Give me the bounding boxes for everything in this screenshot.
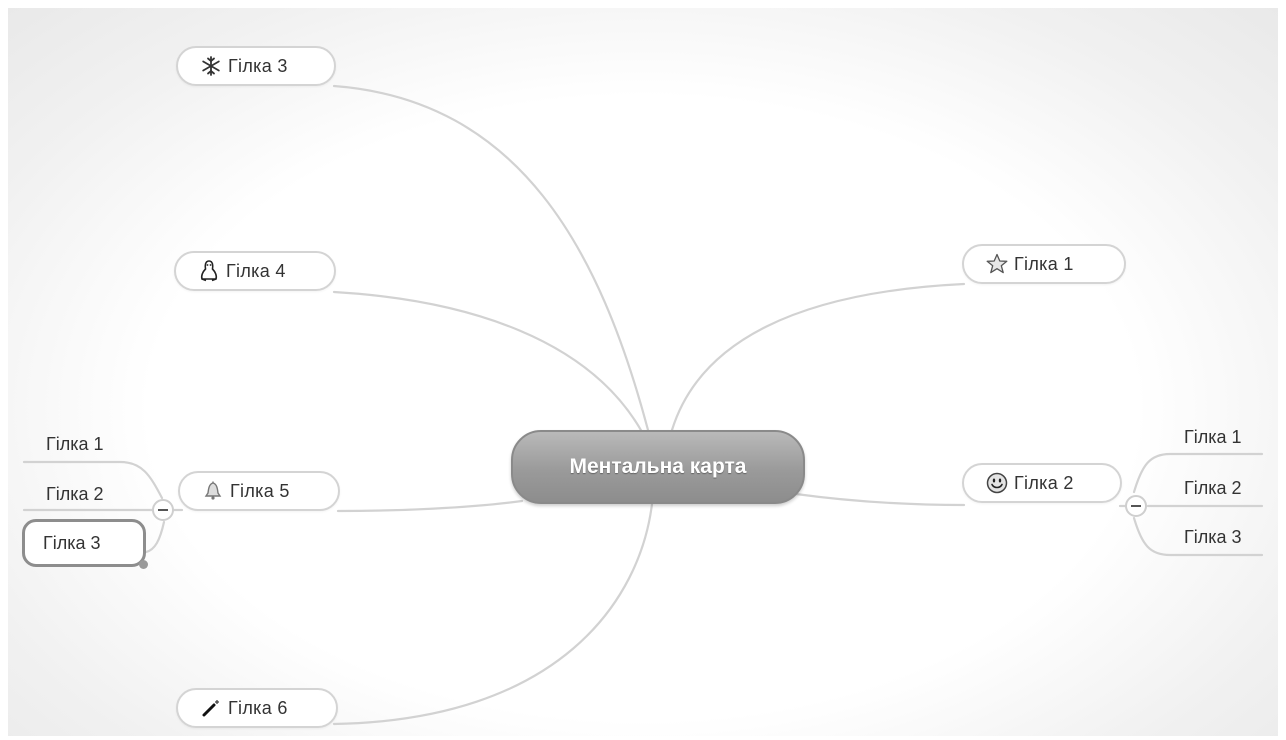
- bell-icon: [202, 480, 224, 502]
- topic-4-label: Гілка 4: [226, 260, 286, 281]
- topic-1-label: Гілка 1: [1014, 253, 1074, 274]
- link-topic-2: [794, 492, 966, 507]
- topic-3-label: Гілка 3: [228, 55, 288, 76]
- topic-2-label: Гілка 2: [1014, 472, 1074, 493]
- central-topic-label: Ментальна карта: [569, 455, 747, 478]
- topic-6[interactable]: Гілка 6: [176, 688, 338, 728]
- central-topic[interactable]: Ментальна карта: [511, 430, 805, 504]
- subtopic-left-3-label: Гілка 3: [43, 532, 101, 553]
- topic-4[interactable]: Гілка 4: [174, 251, 336, 291]
- link-topic-4: [332, 290, 644, 434]
- topic-1[interactable]: Гілка 1: [962, 244, 1126, 284]
- subtopic-right-2[interactable]: Гілка 2: [1184, 478, 1242, 498]
- link-topic-3: [332, 84, 650, 432]
- link-left-sub-3: [144, 520, 166, 554]
- link-topic-1: [670, 282, 966, 432]
- link-topic-6: [332, 502, 654, 726]
- link-topic-5: [336, 499, 524, 513]
- resize-handle[interactable]: [139, 560, 148, 569]
- topic-2[interactable]: Гілка 2: [962, 463, 1122, 503]
- topic-6-label: Гілка 6: [228, 697, 288, 718]
- collapse-topic-2-button[interactable]: [1125, 495, 1147, 517]
- topic-3[interactable]: Гілка 3: [176, 46, 336, 86]
- subtopic-left-1[interactable]: Гілка 1: [46, 434, 104, 454]
- link-right-sub-1: [1132, 452, 1264, 494]
- subtopic-right-1[interactable]: Гілка 1: [1184, 427, 1242, 447]
- collapse-topic-5-button[interactable]: [152, 499, 174, 521]
- subtopic-left-2[interactable]: Гілка 2: [46, 484, 104, 504]
- smiley-icon: [986, 472, 1008, 494]
- link-left-sub-1: [22, 460, 164, 500]
- subtopic-right-3[interactable]: Гілка 3: [1184, 527, 1242, 547]
- topic-5[interactable]: Гілка 5: [178, 471, 340, 511]
- subtopic-left-3-selected[interactable]: Гілка 3: [22, 519, 146, 567]
- mind-map-canvas: [8, 8, 1278, 736]
- star-icon: [986, 253, 1008, 275]
- magic-wand-icon: [200, 697, 222, 719]
- topic-5-label: Гілка 5: [230, 480, 290, 501]
- penguin-icon: [198, 260, 220, 282]
- snowflake-icon: [200, 55, 222, 77]
- link-right-sub-3: [1132, 516, 1264, 557]
